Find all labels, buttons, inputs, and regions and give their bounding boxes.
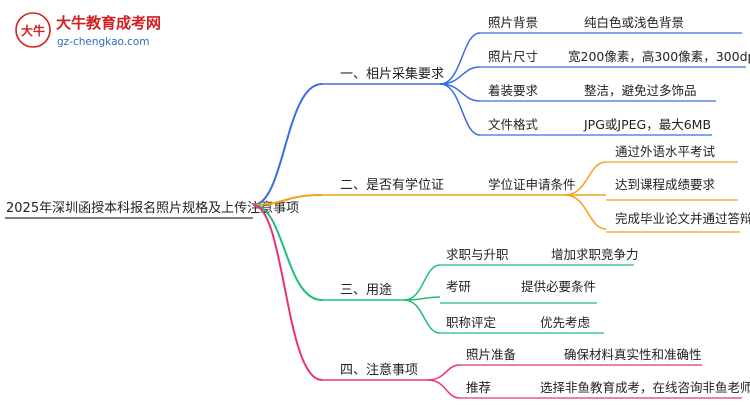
branch-3-item-3-label: 职称评定: [446, 315, 496, 330]
branch-1-item-2-value: 宽200像素，高300像素，300dpi: [568, 49, 750, 64]
branch-1-item-1-label: 照片背景: [488, 15, 538, 30]
branch-2-connector: [252, 194, 323, 206]
branch-3-item-3-value: 优先考虑: [540, 315, 591, 330]
branch-4-item-2-value: 选择非鱼教育成考，在线咨询非鱼老师: [540, 380, 750, 395]
branch-1-item-3-label: 着装要求: [488, 83, 539, 98]
branch-4-connector: [252, 204, 323, 381]
branch-2-item-1-label: 学位证申请条件: [488, 177, 576, 192]
branch-1-item-4-connector: [439, 83, 481, 136]
branch-2: 二、是否有学位证 学位证申请条件 通过外语水平考试 达到课程成绩要求 完成毕业论…: [252, 144, 750, 233]
root-topic: 2025年深圳函授本科报名照片规格及上传注意事项: [6, 200, 299, 216]
branch-2-label: 二、是否有学位证: [340, 177, 444, 193]
logo-mark-text: 大牛: [21, 23, 45, 38]
logo-url: gz-chengkao.com: [57, 36, 150, 48]
branch-3-item-2-label: 考研: [446, 279, 471, 294]
branch-3-item-1-value: 增加求职竞争力: [551, 247, 639, 262]
branch-1-label: 一、相片采集要求: [340, 66, 444, 82]
branch-1-item-1-value: 纯白色或浅色背景: [584, 15, 684, 30]
logo-title: 大牛教育成考网: [56, 14, 161, 32]
branch-1-item-2-label: 照片尺寸: [488, 49, 538, 64]
branch-2-value-3-connector: [564, 194, 607, 230]
branch-3-item-1-connector: [403, 264, 441, 301]
branch-4-item-1-label: 照片准备: [466, 347, 517, 362]
branch-4-item-2-connector: [427, 379, 461, 399]
branch-1-item-4-value: JPG或JPEG，最大6MB: [583, 117, 711, 132]
branch-4: 四、注意事项 照片准备 确保材料真实性和准确性 推荐 选择非鱼教育成考，在线咨询…: [252, 204, 750, 399]
branch-2-value-1: 通过外语水平考试: [615, 144, 716, 159]
logo-mark-icon: [15, 12, 51, 48]
branch-4-item-1-connector: [427, 364, 461, 381]
branch-1-item-1-connector: [439, 32, 481, 85]
branch-2-value-3: 完成毕业论文并通过答辩: [615, 211, 750, 226]
branch-4-label: 四、注意事项: [340, 362, 418, 378]
logo: 大牛 大牛教育成考网 gz-chengkao.com: [15, 12, 161, 48]
branch-2-value-1-connector: [564, 161, 607, 196]
branch-1-item-4-label: 文件格式: [488, 117, 539, 132]
branch-4-item-2-label: 推荐: [466, 380, 491, 395]
branch-1-connector: [252, 83, 323, 206]
branch-2-value-2: 达到课程成绩要求: [615, 177, 716, 192]
branch-4-item-1-value: 确保材料真实性和准确性: [564, 347, 702, 362]
branch-1-item-3-value: 整洁，避免过多饰品: [584, 83, 697, 98]
branch-3-label: 三、用途: [340, 282, 392, 298]
branch-3-connector: [252, 204, 323, 301]
branch-3-item-1-label: 求职与升职: [446, 247, 509, 262]
branch-3-item-3-connector: [403, 299, 441, 334]
branch-3-item-2-value: 提供必要条件: [521, 279, 596, 294]
branch-1-item-3-connector: [439, 83, 481, 102]
branch-1-item-2-connector: [439, 66, 481, 85]
branch-3: 三、用途 求职与升职 增加求职竞争力 考研 提供必要条件 职称评定 优先考虑: [252, 204, 639, 334]
branch-1: 一、相片采集要求 照片背景 纯白色或浅色背景 照片尺寸 宽200像素，高300像…: [252, 15, 750, 206]
